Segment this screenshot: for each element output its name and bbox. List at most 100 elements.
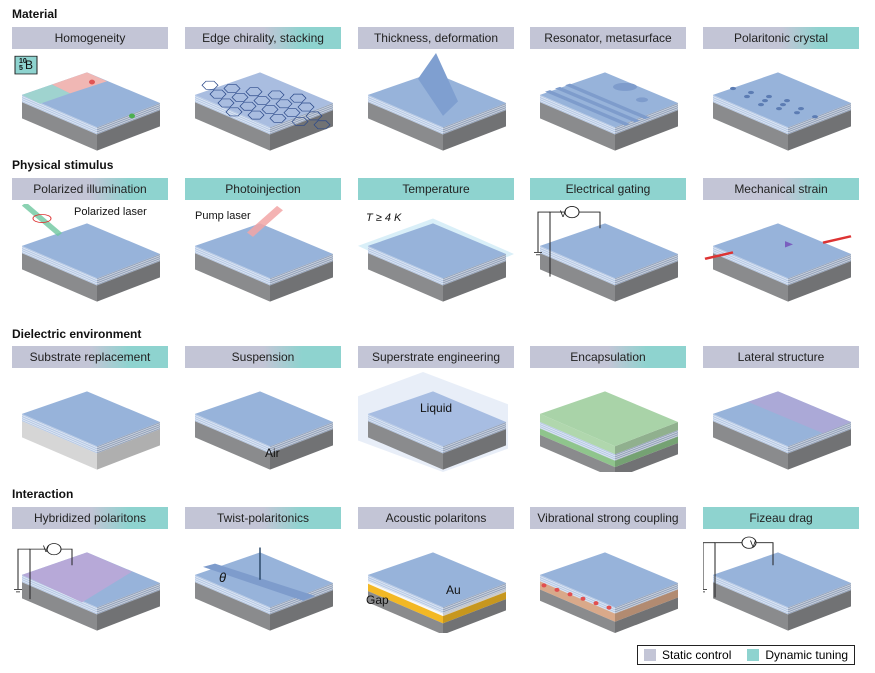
hexagon — [231, 93, 249, 102]
hexagon — [209, 89, 227, 99]
hexagon — [247, 110, 265, 120]
disk-resonator — [613, 82, 637, 91]
hexagon — [283, 108, 301, 118]
substrate-front — [22, 582, 97, 631]
molecule-dot — [554, 587, 560, 592]
annotation-iso-mass: 10 — [19, 58, 27, 65]
panel-vib: Vibrational strong coupling — [530, 507, 686, 637]
annotation-v2: V — [43, 544, 50, 554]
panel-holes: Polaritonic crystal — [703, 27, 859, 157]
twisted-layer — [203, 563, 315, 601]
ribbon-resonator — [565, 83, 650, 120]
panel-substrate: Substrate replacement — [12, 346, 168, 476]
substrate-side — [97, 429, 160, 470]
hex-illustration — [194, 72, 334, 151]
substrate-side — [788, 590, 851, 631]
substrate-front — [368, 591, 443, 633]
lateral-region — [748, 391, 851, 434]
substrate-side — [270, 110, 333, 151]
slab-layer-hbn-top — [540, 413, 615, 455]
ridge-illustration — [367, 53, 507, 151]
voltage-circuit — [534, 206, 601, 277]
hexagon — [245, 87, 263, 97]
substrate-side — [270, 429, 333, 470]
panel-ridge: Thickness, deformation — [358, 27, 514, 157]
liquid-illustration — [358, 372, 508, 472]
top-surface — [368, 391, 506, 447]
panel-label: Superstrate engineering — [358, 346, 514, 368]
molecule-dot — [593, 601, 599, 606]
substrate-side — [270, 590, 333, 631]
atom-icon — [129, 113, 135, 119]
top-surface — [22, 223, 160, 279]
holes-illustration — [712, 72, 852, 151]
top-surface — [368, 223, 506, 279]
substrate-side — [97, 590, 160, 631]
substrate-front — [713, 253, 788, 302]
panel-label: Substrate replacement — [12, 346, 168, 368]
substrate-side — [788, 110, 851, 151]
section-title: Material — [12, 7, 58, 21]
hexagon — [313, 120, 331, 130]
substrate-side — [443, 599, 506, 633]
strain-illustration — [704, 223, 852, 302]
substrate-side — [97, 110, 160, 151]
substrate-front — [22, 421, 97, 470]
fizeau-illustration — [703, 536, 852, 631]
slab-layer-hbn-top — [615, 422, 678, 455]
strain-arrow — [704, 251, 734, 261]
top-surface — [540, 391, 678, 447]
substrate-side — [443, 429, 506, 470]
gate-illustration — [534, 206, 679, 302]
panel-hex: Edge chirality, stacking — [185, 27, 341, 157]
hexagon — [297, 102, 315, 112]
substrate-front — [713, 102, 788, 151]
substrate-front — [540, 102, 615, 151]
legend-dynamic: Dynamic tuning — [765, 648, 849, 662]
hole — [762, 98, 768, 103]
substrate-front — [540, 434, 615, 472]
hexagon — [275, 99, 293, 109]
hole — [748, 90, 754, 95]
pump-beam — [247, 205, 283, 237]
substrate-side — [443, 110, 506, 151]
encap-illustration — [539, 391, 679, 472]
hybrid-layer — [22, 552, 132, 603]
top-surface — [540, 552, 678, 608]
panel-label: Temperature — [358, 178, 514, 200]
ribbon-resonator — [555, 86, 640, 123]
panel-label: Edge chirality, stacking — [185, 27, 341, 49]
hexagon — [261, 105, 279, 114]
hexagon — [239, 101, 257, 111]
top-surface — [22, 391, 160, 447]
panel-label: Electrical gating — [530, 178, 686, 200]
substrate-front — [713, 421, 788, 470]
panel-label: Polaritonic crystal — [703, 27, 859, 49]
substrate-side — [97, 261, 160, 302]
reson-illustration — [539, 72, 679, 151]
substrate-front — [540, 253, 615, 302]
panel-strain: Mechanical strain — [703, 178, 859, 308]
strain-arrow — [822, 235, 852, 244]
annotation-pump: Pump laser — [195, 210, 251, 222]
substrate-illustration — [21, 391, 161, 470]
hole — [798, 107, 804, 111]
panel-label: Twist-polaritonics — [185, 507, 341, 529]
hexagon — [225, 107, 243, 117]
dynamic-swatch — [747, 649, 760, 661]
top-surface — [368, 552, 506, 608]
section-title: Interaction — [12, 487, 74, 501]
molecule-dot — [541, 583, 547, 588]
substrate-side — [615, 110, 678, 151]
substrate-side — [788, 429, 851, 470]
substrate-side — [788, 261, 851, 302]
glow-illustration — [358, 218, 514, 302]
annotation-iso-sym: B — [25, 58, 34, 72]
hole — [758, 103, 764, 107]
substrate-side — [615, 597, 678, 633]
voltage-circuit — [703, 536, 774, 598]
